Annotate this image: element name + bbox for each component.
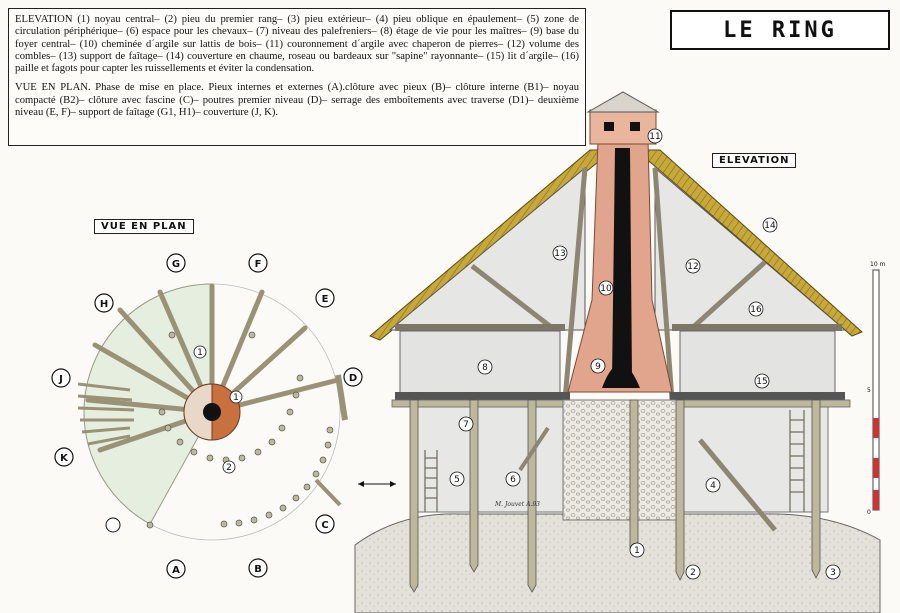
floor-beam: [395, 324, 565, 331]
plan-drawing: [77, 283, 348, 541]
stone-cap: [586, 91, 660, 113]
page-title: LE RING: [670, 10, 890, 50]
label-j: J: [58, 374, 63, 385]
ground-room-right: [677, 406, 829, 513]
elev-num-9: 9: [595, 362, 601, 372]
plan-hearth: [203, 403, 221, 421]
ring-posts: [146, 331, 334, 529]
plan-num-1a: 1: [197, 348, 203, 358]
plan-num-1b: 1: [233, 393, 239, 403]
plan-view-tag: VUE EN PLAN: [94, 219, 194, 234]
clay-bed-right: [670, 392, 845, 400]
elev-num-5: 5: [454, 475, 460, 485]
ridge-support-left: [562, 167, 588, 401]
brace: [688, 260, 767, 332]
elev-num-7: 7: [463, 420, 469, 430]
plan-num-2: 2: [226, 463, 232, 473]
elev-num-16: 16: [750, 305, 762, 315]
ridge-support-right: [652, 167, 675, 401]
posts: [409, 399, 821, 593]
plan-number-labels: 1 1 2: [193, 345, 243, 474]
clay-bed-left: [395, 392, 570, 400]
elev-num-1: 1: [634, 546, 640, 556]
label-b: B: [254, 564, 262, 575]
scale-bottom-label: 0: [867, 509, 871, 516]
elev-num-14: 14: [764, 221, 776, 231]
elevation-drawing: M. Jouvet A.93: [354, 91, 881, 613]
plan-letter-labels: G F H E D J K A B C: [51, 253, 363, 579]
signature: M. Jouvet A.93: [494, 501, 540, 508]
chimney-crown: [589, 109, 657, 145]
beam-d: [335, 374, 348, 421]
scale-top-label: 10 m: [870, 261, 886, 268]
elev-num-6: 6: [510, 475, 516, 485]
arrow-head: [390, 481, 396, 487]
scale-mid-label: 5: [867, 387, 871, 394]
legend-elevation-text: ELEVATION (1) noyau central– (2) pieu du…: [15, 14, 579, 75]
plan-core-half: [183, 383, 213, 441]
elev-num-10: 10: [600, 284, 612, 294]
elev-num-8: 8: [482, 363, 488, 373]
elev-num-2: 2: [690, 568, 696, 578]
vent: [604, 122, 614, 131]
elev-num-4: 4: [710, 481, 716, 491]
label-d: D: [349, 373, 357, 384]
label-h: H: [100, 299, 108, 310]
elev-num-12: 12: [687, 262, 698, 272]
label-c: C: [321, 520, 328, 531]
legend-box: ELEVATION (1) noyau central– (2) pieu du…: [8, 8, 586, 146]
elev-num-13: 13: [554, 249, 565, 259]
elev-num-15: 15: [756, 377, 767, 387]
brace: [470, 264, 557, 332]
legend-plan-text: VUE EN PLAN. Phase de mise en place. Pie…: [15, 82, 579, 119]
elev-num-11: 11: [649, 132, 660, 142]
scale-bar: 10 m 5 0: [867, 261, 886, 516]
vent: [630, 122, 640, 131]
elev-num-3: 3: [830, 568, 836, 578]
oblique-post: [698, 438, 777, 532]
floor-beam: [672, 324, 842, 331]
arrow-head: [358, 481, 364, 487]
central-core: [562, 399, 679, 521]
elevation-view-tag: ELEVATION: [712, 153, 797, 168]
beam-c: [314, 478, 342, 507]
ladder: [789, 410, 805, 512]
label-g: G: [172, 259, 180, 270]
ladder: [424, 450, 438, 512]
flue: [612, 148, 632, 380]
hearth-opening: [602, 364, 640, 388]
rafters: [77, 382, 135, 446]
label-e: E: [322, 294, 329, 305]
elevation-number-labels: 11 13 10 12 14 16 8 9 15 7 5 6 4: [449, 128, 841, 580]
oblique-post: [518, 426, 550, 472]
label-f: F: [255, 259, 262, 270]
label-a: A: [172, 565, 180, 576]
ground-mound: [354, 513, 881, 613]
label-k: K: [60, 453, 69, 464]
